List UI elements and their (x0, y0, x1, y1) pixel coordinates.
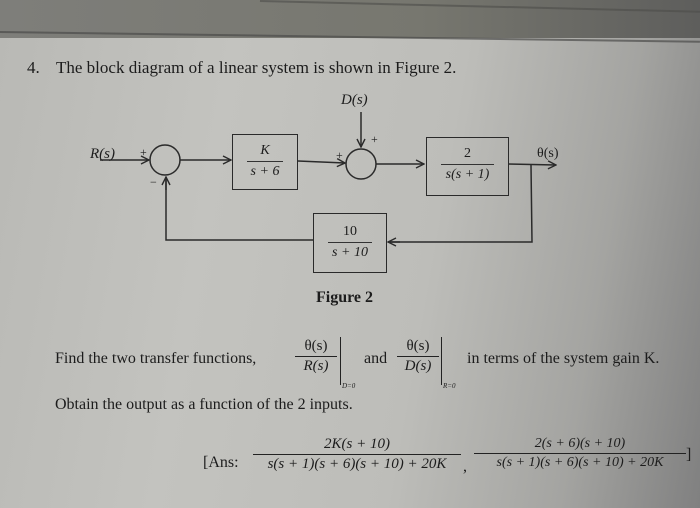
answer-1-denominator: s(s + 1)(s + 6)(s + 10) + 20K (267, 456, 447, 472)
paper-page (0, 38, 700, 508)
feedback-denominator: s + 10 (332, 245, 368, 260)
tf1-numerator: θ(s) (295, 338, 337, 357)
answer-2-numerator: 2(s + 6)(s + 10) (474, 436, 686, 454)
eval-bar-2 (441, 337, 443, 385)
question-number: 4. (27, 58, 40, 77)
controller-block: K s + 6 (232, 134, 298, 190)
transfer-function-2: θ(s) D(s) (397, 338, 439, 375)
task-prefix: Find the two transfer functions, (55, 350, 257, 367)
tf2-denominator: D(s) (404, 358, 432, 374)
answer-1: 2K(s + 10) s(s + 1)(s + 6)(s + 10) + 20K (253, 436, 461, 473)
tf2-condition: R=0 (443, 382, 456, 390)
answer-separator: , (463, 458, 467, 475)
controller-numerator: K (247, 143, 283, 162)
answer-prefix: [Ans: (203, 454, 239, 471)
transfer-function-1: θ(s) R(s) (295, 338, 337, 375)
plant-numerator: 2 (441, 146, 494, 165)
question-intro: The block diagram of a linear system is … (56, 58, 457, 77)
task-line-2: Obtain the output as a function of the 2… (55, 396, 353, 413)
plant-block: 2 s(s + 1) (426, 137, 509, 196)
task-suffix: in terms of the system gain K. (467, 350, 660, 367)
feedback-block: 10 s + 10 (313, 213, 387, 273)
tf1-denominator: R(s) (303, 358, 329, 374)
and-text: and (364, 350, 388, 367)
tf1-condition: D=0 (342, 382, 356, 390)
answer-1-numerator: 2K(s + 10) (253, 436, 461, 455)
plant-denominator: s(s + 1) (445, 167, 490, 182)
answer-2: 2(s + 6)(s + 10) s(s + 1)(s + 6)(s + 10)… (474, 436, 686, 471)
disturbance-label: D(s) (341, 92, 368, 108)
reference-input-label: R(s) (90, 146, 115, 162)
tf2-numerator: θ(s) (397, 338, 439, 357)
controller-denominator: s + 6 (250, 164, 280, 179)
feedback-numerator: 10 (328, 224, 372, 243)
figure-caption: Figure 2 (316, 289, 374, 306)
sum1-plus-sign: + (140, 145, 147, 159)
output-label: θ(s) (537, 146, 559, 161)
eval-bar-1 (340, 337, 342, 385)
summing-junction-1 (149, 144, 181, 176)
sum2-left-plus-sign: + (336, 148, 343, 162)
sum1-minus-sign: − (150, 175, 157, 189)
answer-suffix: ] (686, 446, 692, 463)
answer-2-denominator: s(s + 1)(s + 6)(s + 10) + 20K (496, 455, 664, 470)
summing-junction-2 (345, 148, 377, 180)
sum2-top-plus-sign: + (371, 132, 378, 146)
